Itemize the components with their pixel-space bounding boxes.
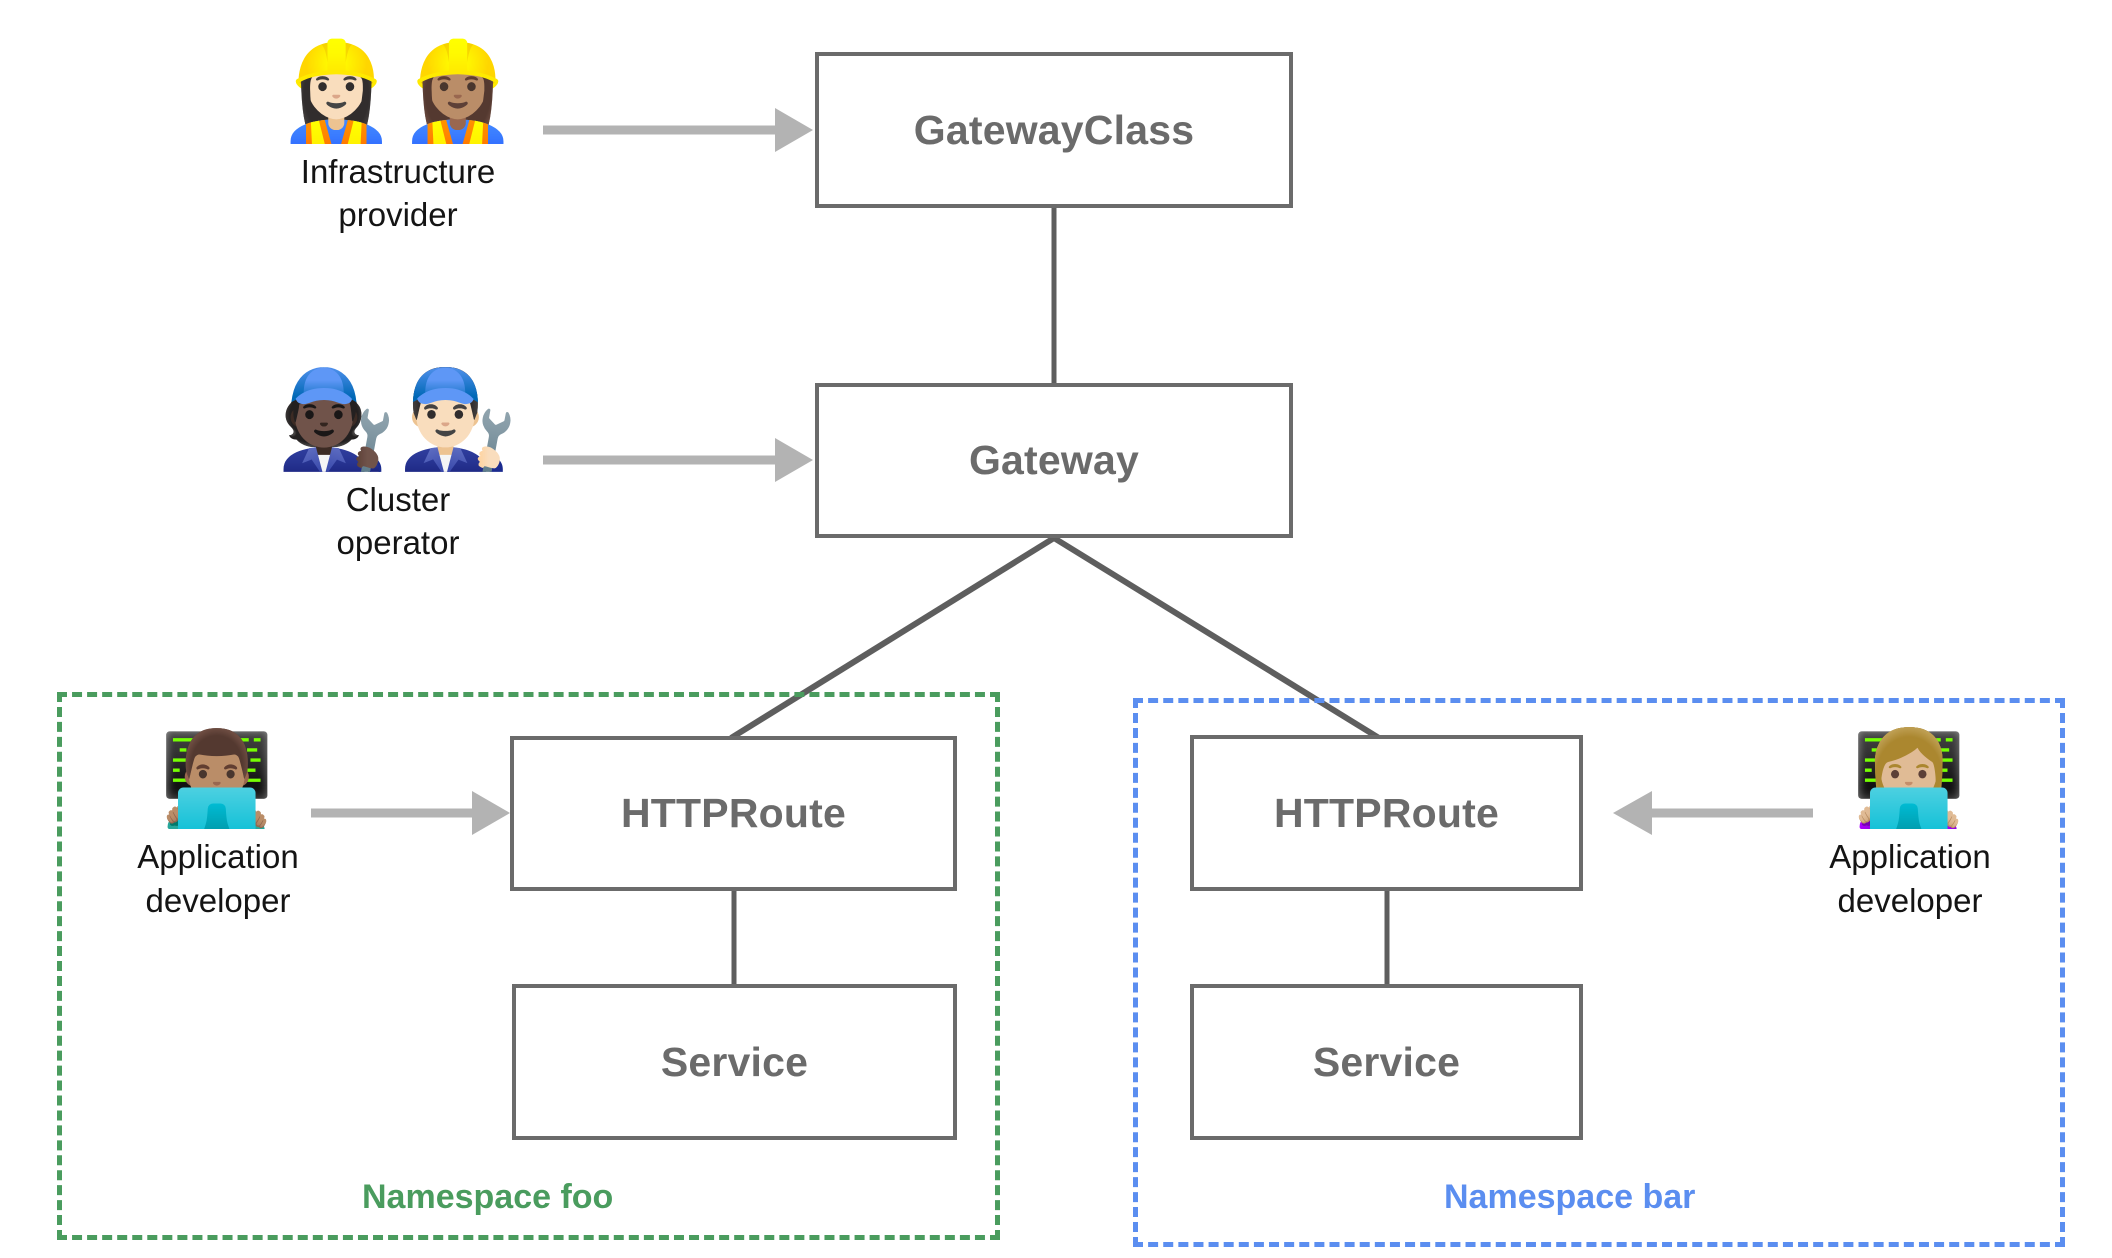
service-bar-label: Service xyxy=(1312,1038,1461,1085)
man-technologist-icon: 👨🏽‍💻 xyxy=(159,728,277,830)
construction-worker-women-icon: 👷🏻‍♀️👷🏽‍♀️ xyxy=(276,38,520,145)
httproute-bar-label: HTTPRoute xyxy=(1274,789,1499,836)
gatewayclass-box[interactable]: GatewayClass xyxy=(815,52,1293,208)
arrow-appdev-foo-to-httproute xyxy=(311,791,510,835)
namespace-foo-container xyxy=(57,692,1000,1240)
service-foo-label: Service xyxy=(660,1038,809,1085)
actor-cluster-operator-caption: Cluster operator xyxy=(336,480,460,562)
httproute-bar-box[interactable]: HTTPRoute xyxy=(1190,735,1583,891)
woman-technologist-icon: 👩🏼‍💻 xyxy=(1851,728,1969,830)
service-foo-box[interactable]: Service xyxy=(512,984,957,1140)
actor-application-developer-foo: 👨🏽‍💻 Application developer xyxy=(88,728,348,922)
gateway-box[interactable]: Gateway xyxy=(815,383,1293,538)
arrow-infra-provider-to-gatewayclass xyxy=(543,108,813,152)
namespace-bar-label: Namespace bar xyxy=(1444,1178,1696,1216)
httproute-foo-box[interactable]: HTTPRoute xyxy=(510,736,957,891)
actor-application-developer-bar: 👩🏼‍💻 Application developer xyxy=(1780,728,2040,922)
connector-gateway-httproute-bar xyxy=(1052,535,1381,741)
service-bar-box[interactable]: Service xyxy=(1190,984,1583,1140)
arrow-cluster-operator-to-gateway xyxy=(543,438,813,482)
namespace-foo-label: Namespace foo xyxy=(362,1178,614,1216)
namespace-bar-container xyxy=(1133,698,2065,1247)
mechanic-people-icon: 🧑🏿‍🔧👨🏻‍🔧 xyxy=(276,366,520,473)
httproute-foo-label: HTTPRoute xyxy=(621,790,846,836)
gateway-label: Gateway xyxy=(968,437,1140,483)
actor-cluster-operator: 🧑🏿‍🔧👨🏻‍🔧 Cluster operator xyxy=(228,368,568,565)
actor-infrastructure-provider-caption: Infrastructure provider xyxy=(300,152,496,234)
actor-infrastructure-provider: 👷🏻‍♀️👷🏽‍♀️ Infrastructure provider xyxy=(228,40,568,237)
connector-gateway-httproute-foo xyxy=(729,535,1056,741)
gatewayclass-label: GatewayClass xyxy=(913,106,1195,153)
actor-application-developer-bar-caption: Application developer xyxy=(1829,838,1991,919)
actor-application-developer-foo-caption: Application developer xyxy=(137,838,299,919)
arrow-appdev-bar-to-httproute xyxy=(1613,791,1813,835)
